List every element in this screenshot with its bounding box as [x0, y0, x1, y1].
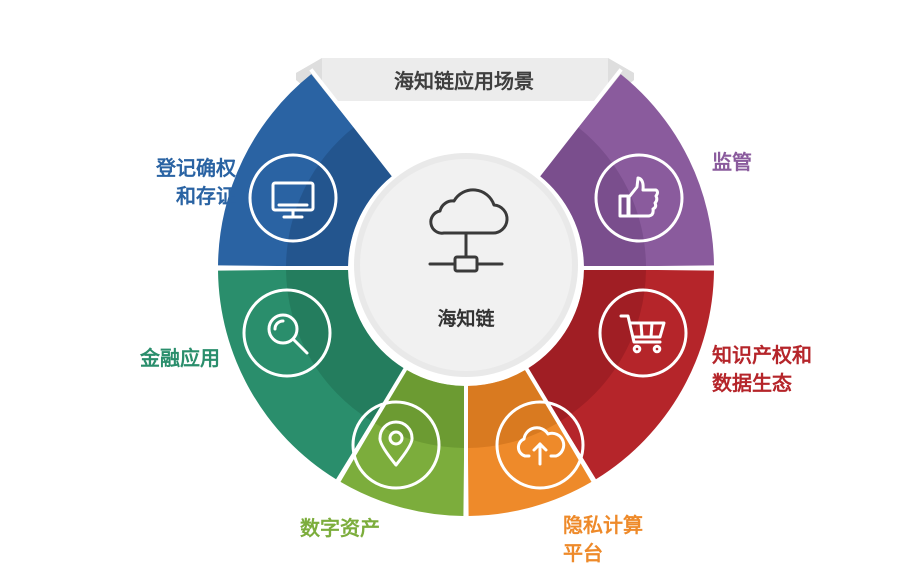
- label-line: 和存证: [176, 184, 236, 208]
- icon-ring: [594, 153, 684, 243]
- cloud-upload-icon: [516, 426, 566, 466]
- label-line: 数字资产: [300, 516, 380, 540]
- icon-ring: [598, 288, 688, 378]
- segment-orange: [467, 369, 592, 516]
- label-line: 登记确权: [156, 156, 236, 180]
- label-line: 监管: [712, 150, 752, 174]
- label-digital-assets: 数字资产: [300, 514, 380, 542]
- segment-inner-shade: [286, 269, 405, 422]
- label-privacy-computing: 隐私计算 平台: [563, 511, 643, 567]
- icon-ring: [248, 153, 338, 243]
- icon-ring: [242, 288, 332, 378]
- title-banner: 海知链应用场景: [296, 58, 634, 101]
- segment-red: [527, 269, 714, 480]
- label-ip-data: 知识产权和 数据生态: [712, 341, 812, 397]
- segment-inner-shade: [527, 269, 646, 422]
- thumbs-up-icon: [618, 176, 659, 218]
- label-supervision: 监管: [712, 148, 752, 176]
- segment-blue: [218, 74, 393, 267]
- icon-ring: [351, 400, 441, 490]
- segment-divider: [309, 68, 397, 178]
- segment-divider: [334, 366, 408, 486]
- cloud-network-icon: [428, 188, 509, 273]
- monitor-icon: [271, 181, 315, 219]
- ring-segments: [214, 68, 718, 520]
- label-line: 数据生态: [712, 371, 792, 395]
- label-line: 知识产权和: [712, 343, 812, 367]
- center-label: 海知链: [437, 307, 494, 330]
- icon-ring: [495, 400, 585, 490]
- magnifier-icon: [267, 313, 309, 355]
- label-line: 金融应用: [140, 346, 220, 370]
- segment-green: [340, 369, 465, 516]
- label-registration: 登记确权 和存证: [136, 154, 236, 210]
- segment-inner-shade: [539, 127, 646, 267]
- segment-divider: [524, 366, 598, 486]
- segment-inner-shade: [286, 127, 393, 267]
- diagram-title: 海知链应用场景: [394, 69, 534, 93]
- label-line: 隐私计算: [563, 513, 643, 537]
- center-hub: 海知链: [354, 153, 578, 377]
- segment-purple: [539, 74, 714, 267]
- map-pin-icon: [378, 420, 414, 467]
- segment-divider: [535, 68, 623, 178]
- shopping-cart-icon: [619, 314, 666, 354]
- label-line: 平台: [563, 541, 603, 565]
- label-finance: 金融应用: [140, 344, 220, 372]
